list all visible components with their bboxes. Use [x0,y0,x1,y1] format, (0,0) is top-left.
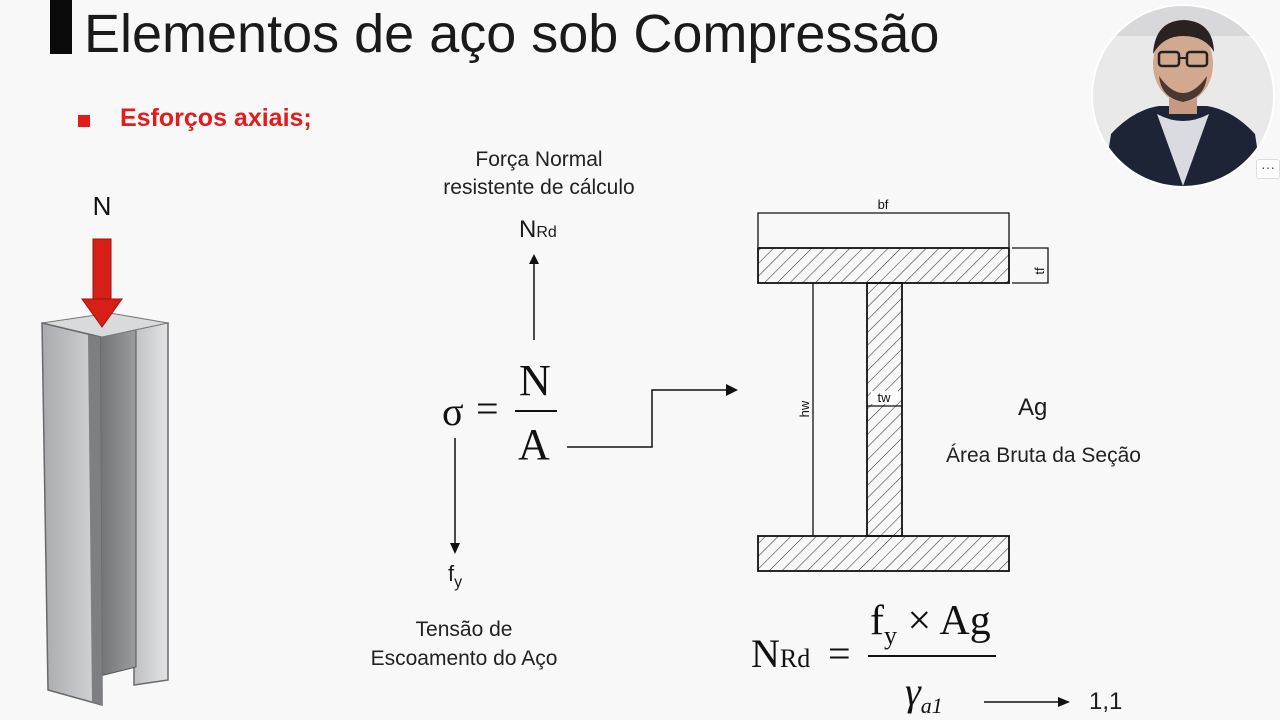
formula-equals: = [476,386,499,431]
i-section-drawing: bf tf hw tw [757,197,1049,572]
design-equals: = [828,631,851,676]
more-options-button[interactable]: ··· [1256,159,1280,179]
title-accent-bar [50,0,72,54]
top-caption: Força Normal resistente de cálculo [443,148,635,199]
tw-label: tw [878,390,892,405]
gamma-value: 1,1 [1089,688,1123,715]
tf-label: tf [1032,267,1047,275]
gamma-symbol: γa1 [905,669,943,718]
design-fraction-bar [868,655,996,657]
presenter-webcam [1093,6,1273,186]
bf-label: bf [878,197,889,212]
slide-title: Elementos de aço sob Compressão [84,4,940,64]
fy-label: fy [448,561,463,591]
formula-numerator: N [519,356,551,405]
ag-caption: Área Bruta da Seção [946,444,1141,467]
presenter-avatar [1093,6,1273,186]
hw-label: hw [797,400,812,417]
steel-column-illustration: N [41,191,169,706]
bottom-caption: Tensão de Escoamento do Aço [370,618,558,670]
load-label: N [93,191,112,221]
gamma-value-arrow [984,697,1070,707]
formula-denominator: A [518,420,550,469]
nrd-lhs: NRd [751,631,811,676]
bullet-marker [78,115,90,127]
design-numerator: fy × Ag [870,598,991,650]
ag-label: Ag [1018,394,1048,421]
sigma-symbol: σ [442,389,464,434]
bullet-text: Esforços axiais; [120,104,312,132]
stress-formula-diagram [450,254,738,554]
nrd-label: NRd [519,216,557,243]
